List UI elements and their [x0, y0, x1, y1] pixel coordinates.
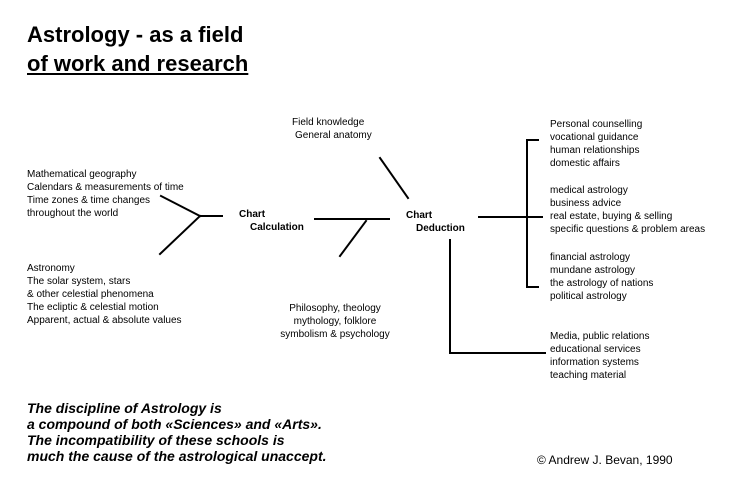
astronomy-block: Astronomy The solar system, stars & othe…: [27, 262, 182, 327]
connector-field-knowledge: [378, 156, 410, 200]
connector-left-top: [159, 194, 202, 218]
chart-deduction-line2: Deduction: [416, 223, 465, 234]
field-knowledge-line1: Field knowledge: [292, 117, 365, 128]
block-line: Philosophy, theology: [289, 303, 381, 314]
block-line: business advice: [550, 198, 622, 209]
chart-deduction-line1: Chart: [406, 210, 433, 221]
mundane-astrology-group: financial astrology mundane astrology th…: [550, 251, 653, 303]
block-line: educational services: [550, 344, 641, 355]
block-line: political astrology: [550, 291, 627, 302]
block-line: real estate, buying & selling: [550, 211, 673, 222]
chart-calculation-line1: Chart: [239, 209, 266, 220]
block-line: Apparent, actual & absolute values: [27, 315, 182, 326]
copyright-notice: © Andrew J. Bevan, 1990: [537, 453, 673, 467]
block-line: Time zones & time changes: [27, 195, 151, 206]
business-advice-group: medical astrology business advice real e…: [550, 184, 705, 236]
block-line: mythology, folklore: [293, 316, 377, 327]
philosophy-block: Philosophy, theology mythology, folklore…: [275, 302, 395, 341]
block-line: Calendars & measurements of time: [27, 182, 184, 193]
block-line: Personal counselling: [550, 119, 643, 130]
block-line: mundane astrology: [550, 265, 636, 276]
block-line: throughout the world: [27, 208, 119, 219]
page-subtitle: of work and research: [27, 51, 249, 76]
connector-philosophy: [338, 219, 368, 258]
block-line: & other celestial phenomena: [27, 289, 154, 300]
page-title: Astrology - as a field: [27, 22, 244, 47]
block-line: financial astrology: [550, 252, 631, 263]
block-line: medical astrology: [550, 185, 628, 196]
connector-left-bottom: [158, 214, 202, 256]
block-line: The solar system, stars: [27, 276, 131, 287]
field-knowledge-line2: General anatomy: [295, 130, 372, 141]
block-line: Mathematical geography: [27, 169, 137, 180]
block-line: Astronomy: [27, 263, 75, 274]
block-line: teaching material: [550, 370, 627, 381]
footer-line: The discipline of Astrology is: [27, 400, 222, 416]
footer-line: The incompatibility of these schools is: [27, 432, 285, 448]
block-line: information systems: [550, 357, 639, 368]
block-line: vocational guidance: [550, 132, 639, 143]
footer-line: much the cause of the astrological unacc…: [27, 448, 327, 464]
block-line: specific questions & problem areas: [550, 224, 706, 235]
discipline-statement: The discipline of Astrology is a compoun…: [27, 400, 327, 464]
block-line: the astrology of nations: [550, 278, 654, 289]
footer-line: a compound of both «Sciences» and «Arts»…: [27, 416, 322, 432]
block-line: domestic affairs: [550, 158, 620, 169]
personal-counselling-group: Personal counselling vocational guidance…: [550, 118, 642, 170]
block-line: symbolism & psychology: [280, 329, 390, 340]
block-line: Media, public relations: [550, 331, 650, 342]
block-line: human relationships: [550, 145, 640, 156]
block-line: The ecliptic & celestial motion: [27, 302, 159, 313]
mathematical-geography-block: Mathematical geography Calendars & measu…: [27, 168, 184, 220]
media-group: Media, public relations educational serv…: [550, 330, 650, 382]
chart-calculation-line2: Calculation: [250, 222, 304, 233]
